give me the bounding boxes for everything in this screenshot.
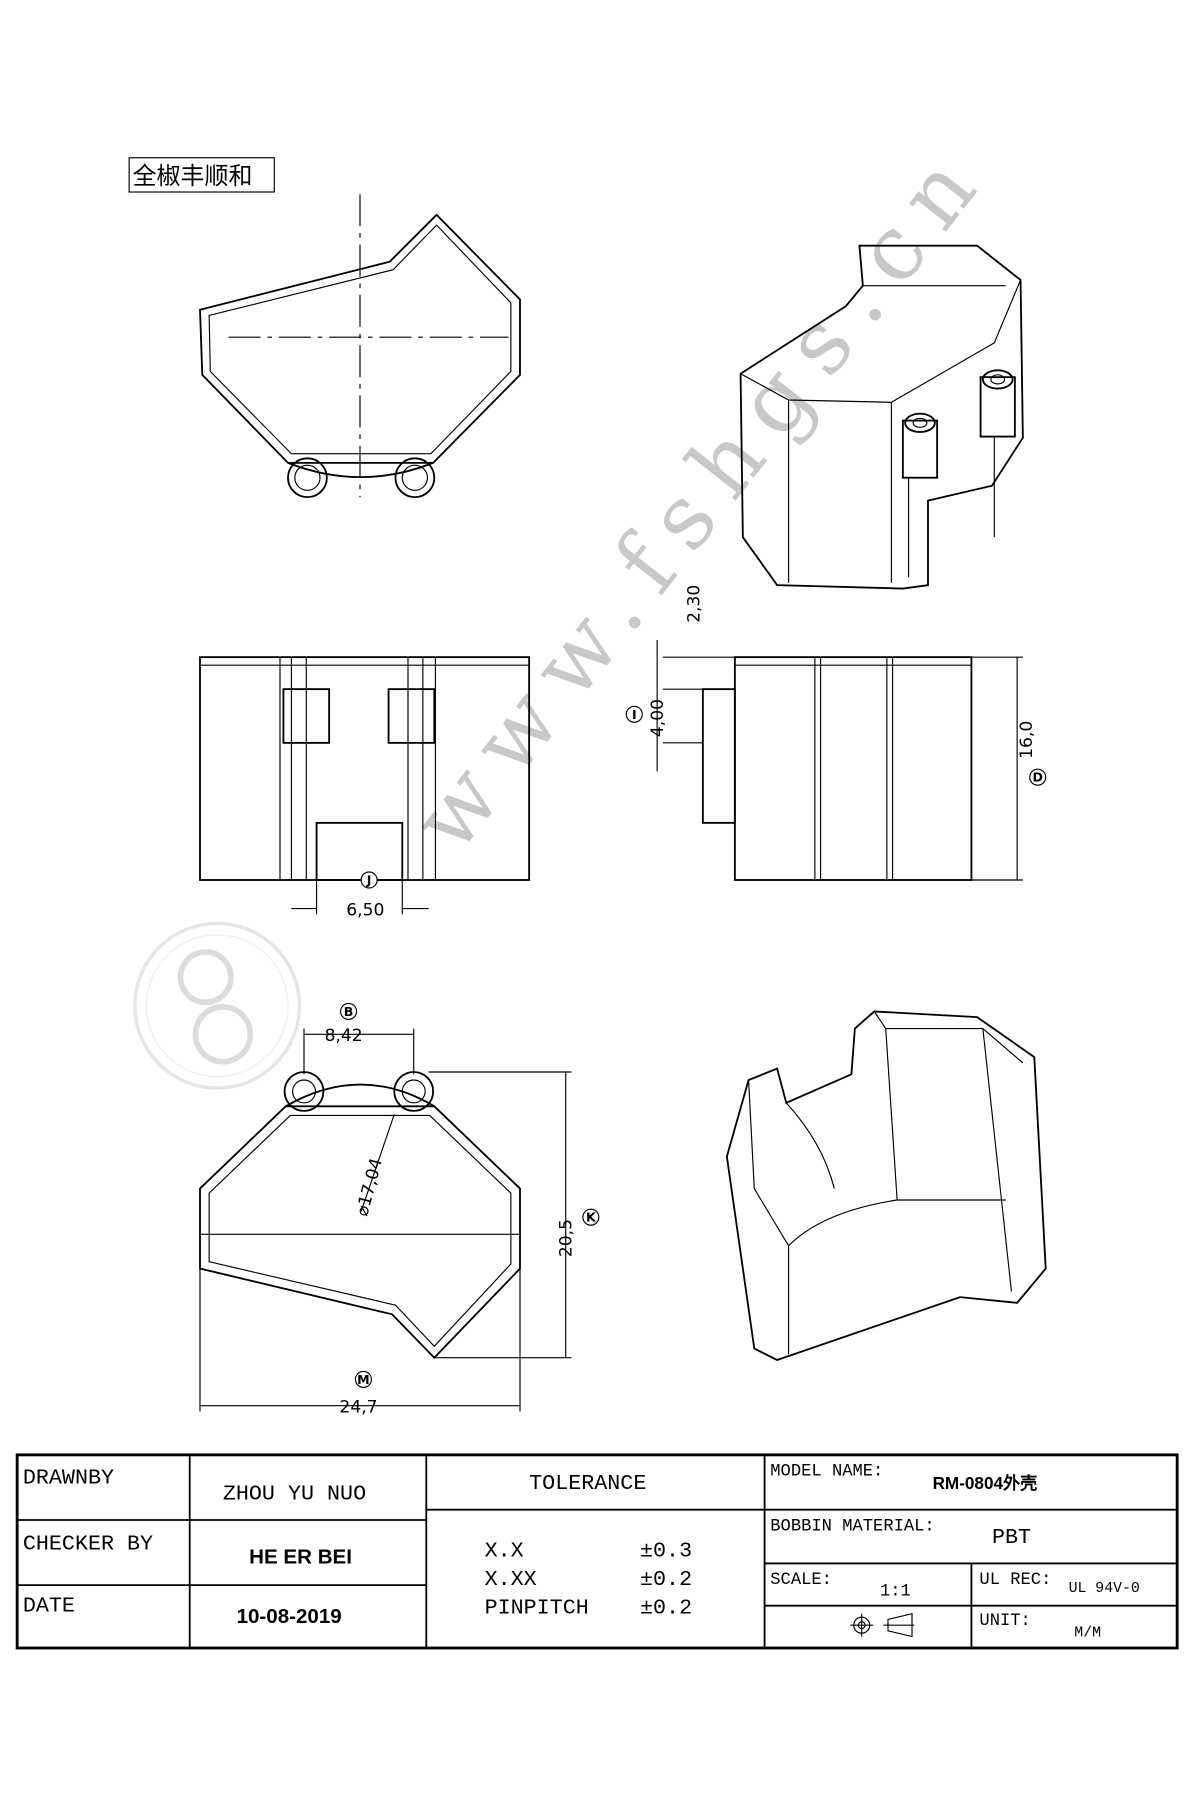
unit-label: UNIT: [979, 1612, 1030, 1631]
company-label: 全椒丰顺和 [133, 162, 253, 190]
dim-J-value: 6,50 [346, 900, 384, 920]
material-value: PBT [992, 1525, 1031, 1550]
dim-tag-K-label: K [586, 1210, 597, 1225]
isometric-view-bottom [725, 1010, 1047, 1361]
dim-tag-I [625, 705, 643, 723]
top-view [199, 194, 521, 499]
bottom-view [199, 1028, 572, 1412]
date-value: 10-08-2019 [237, 1605, 342, 1628]
company-label-box [128, 157, 275, 193]
dim-diameter-value: ⌀17,04 [352, 1156, 387, 1218]
watermark-text: www.fshgs.cn [393, 123, 1009, 871]
unit-value: M/M [1074, 1626, 1101, 1642]
drawn-by-value: ZHOU YU NUO [223, 1481, 366, 1506]
dim-top-offset-value: 2,30 [684, 585, 704, 623]
dim-B-value: 8,42 [325, 1026, 363, 1046]
dim-tag-K [582, 1208, 600, 1226]
tolerance-name-1: X.XX [485, 1567, 537, 1592]
watermark-seal [133, 921, 302, 1090]
material-label: BOBBIN MATERIAL: [770, 1517, 934, 1536]
dim-tag-D-label: D [1032, 770, 1042, 785]
tolerance-label: TOLERANCE [529, 1471, 646, 1496]
tolerance-value-2: ±0.2 [640, 1596, 692, 1621]
title-block [15, 1453, 1179, 1650]
dim-K-value: 20,5 [556, 1219, 576, 1257]
ul-rec-label: UL REC: [979, 1571, 1051, 1590]
tolerance-value-1: ±0.2 [640, 1567, 692, 1592]
dim-tag-J [360, 871, 378, 889]
dim-tag-M [354, 1370, 372, 1388]
tolerance-value-0: ±0.3 [640, 1539, 692, 1564]
projection-symbol-icon [850, 1612, 915, 1638]
model-name-value: RM-0804外壳 [933, 1473, 1038, 1493]
dim-tag-B [340, 1002, 358, 1020]
dim-D-value: 16,0 [1017, 721, 1037, 759]
ul-rec-value: UL 94V-0 [1069, 1581, 1140, 1597]
isometric-view-top [739, 244, 1024, 590]
dim-tag-I-label: I [632, 707, 637, 722]
scale-label: SCALE: [770, 1571, 832, 1590]
dim-tag-D [1029, 768, 1047, 786]
checker-label: CHECKER BY [23, 1532, 153, 1557]
date-label: DATE [23, 1593, 75, 1618]
model-name-label: MODEL NAME: [770, 1462, 883, 1481]
dim-tag-J-label: J [366, 873, 372, 888]
dim-tag-B-label: B [344, 1004, 354, 1019]
dim-I-value: 4,00 [648, 699, 668, 737]
dim-tag-M-label: M [357, 1372, 370, 1387]
scale-value: 1:1 [880, 1582, 911, 1601]
tolerance-name-2: PINPITCH [485, 1596, 589, 1621]
dim-M-value: 24,7 [339, 1398, 377, 1418]
tolerance-name-0: X.X [485, 1539, 524, 1564]
side-view [656, 640, 1023, 881]
checker-value: HE ER BEI [249, 1545, 352, 1568]
drawn-by-label: DRAWNBY [23, 1465, 114, 1490]
